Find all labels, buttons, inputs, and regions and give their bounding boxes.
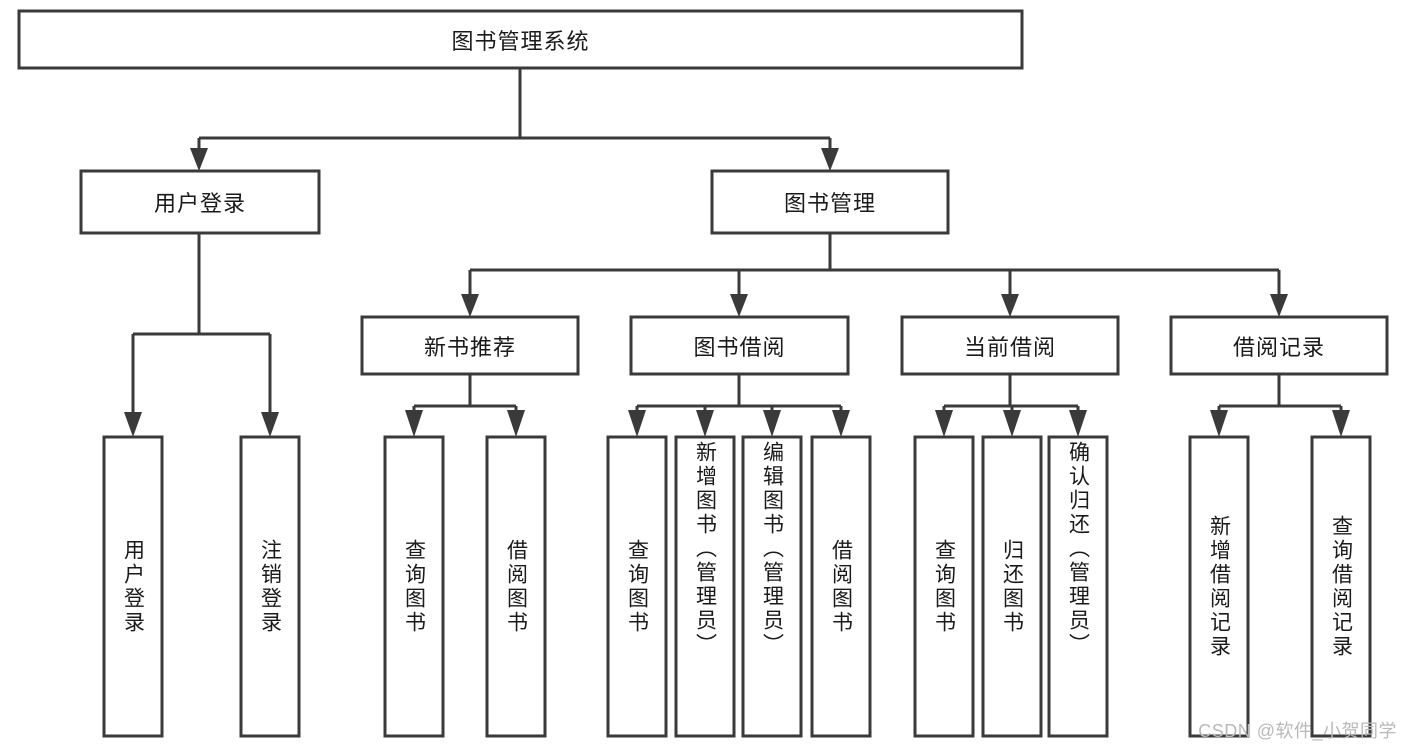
arrow-to-leaf-query-record [1332,410,1350,437]
arrow-to-borrow-record [1270,294,1288,317]
nodes-layer [17,9,1389,738]
node-new-book-rec[interactable] [360,315,580,376]
arrow-to-book-manage [821,148,839,171]
arrow-to-leaf-add-book [696,410,714,437]
arrow-to-user-login [190,148,208,171]
arrow-to-leaf-borrow-book-rec [507,410,525,437]
arrow-to-current-borrow [1001,294,1019,317]
arrow-to-book-borrow [730,294,748,317]
node-leaf-borrow-book-rec[interactable] [485,435,547,738]
arrow-to-leaf-query-book-cur [935,410,953,437]
node-borrow-record[interactable] [1169,315,1389,376]
node-book-borrow[interactable] [629,315,850,376]
arrow-to-leaf-user-login [124,412,142,437]
arrow-to-leaf-logout [261,412,279,437]
arrow-to-leaf-add-record [1210,410,1228,437]
watermark-text: CSDN @软件_小贺同学 [1198,721,1397,741]
arrow-to-leaf-edit-book [763,410,781,437]
node-leaf-query-book-rec[interactable] [383,435,445,738]
node-leaf-return-book[interactable] [981,435,1043,738]
node-root[interactable] [17,9,1024,70]
node-leaf-confirm-return[interactable] [1047,435,1109,738]
arrow-to-new-book-rec [461,294,479,317]
node-book-manage[interactable] [710,169,950,235]
node-leaf-add-book[interactable] [674,435,736,738]
node-leaf-query-record[interactable] [1310,435,1372,738]
node-leaf-borrow-book-bor[interactable] [810,435,872,738]
arrow-to-leaf-confirm-return [1069,410,1087,437]
arrow-to-leaf-query-book-bor [628,410,646,437]
node-leaf-add-record[interactable] [1188,435,1250,738]
node-leaf-logout[interactable] [239,435,301,738]
node-user-login[interactable] [79,169,321,235]
node-leaf-edit-book[interactable] [741,435,803,738]
arrow-to-leaf-query-book-rec [405,410,423,437]
arrow-to-leaf-return-book [1003,410,1021,437]
arrow-to-leaf-borrow-book-bor [832,410,850,437]
node-leaf-query-book-bor[interactable] [606,435,668,738]
node-current-borrow[interactable] [900,315,1120,376]
edges-layer [124,68,1350,437]
node-leaf-user-login[interactable] [102,435,164,738]
node-leaf-query-book-cur[interactable] [913,435,975,738]
